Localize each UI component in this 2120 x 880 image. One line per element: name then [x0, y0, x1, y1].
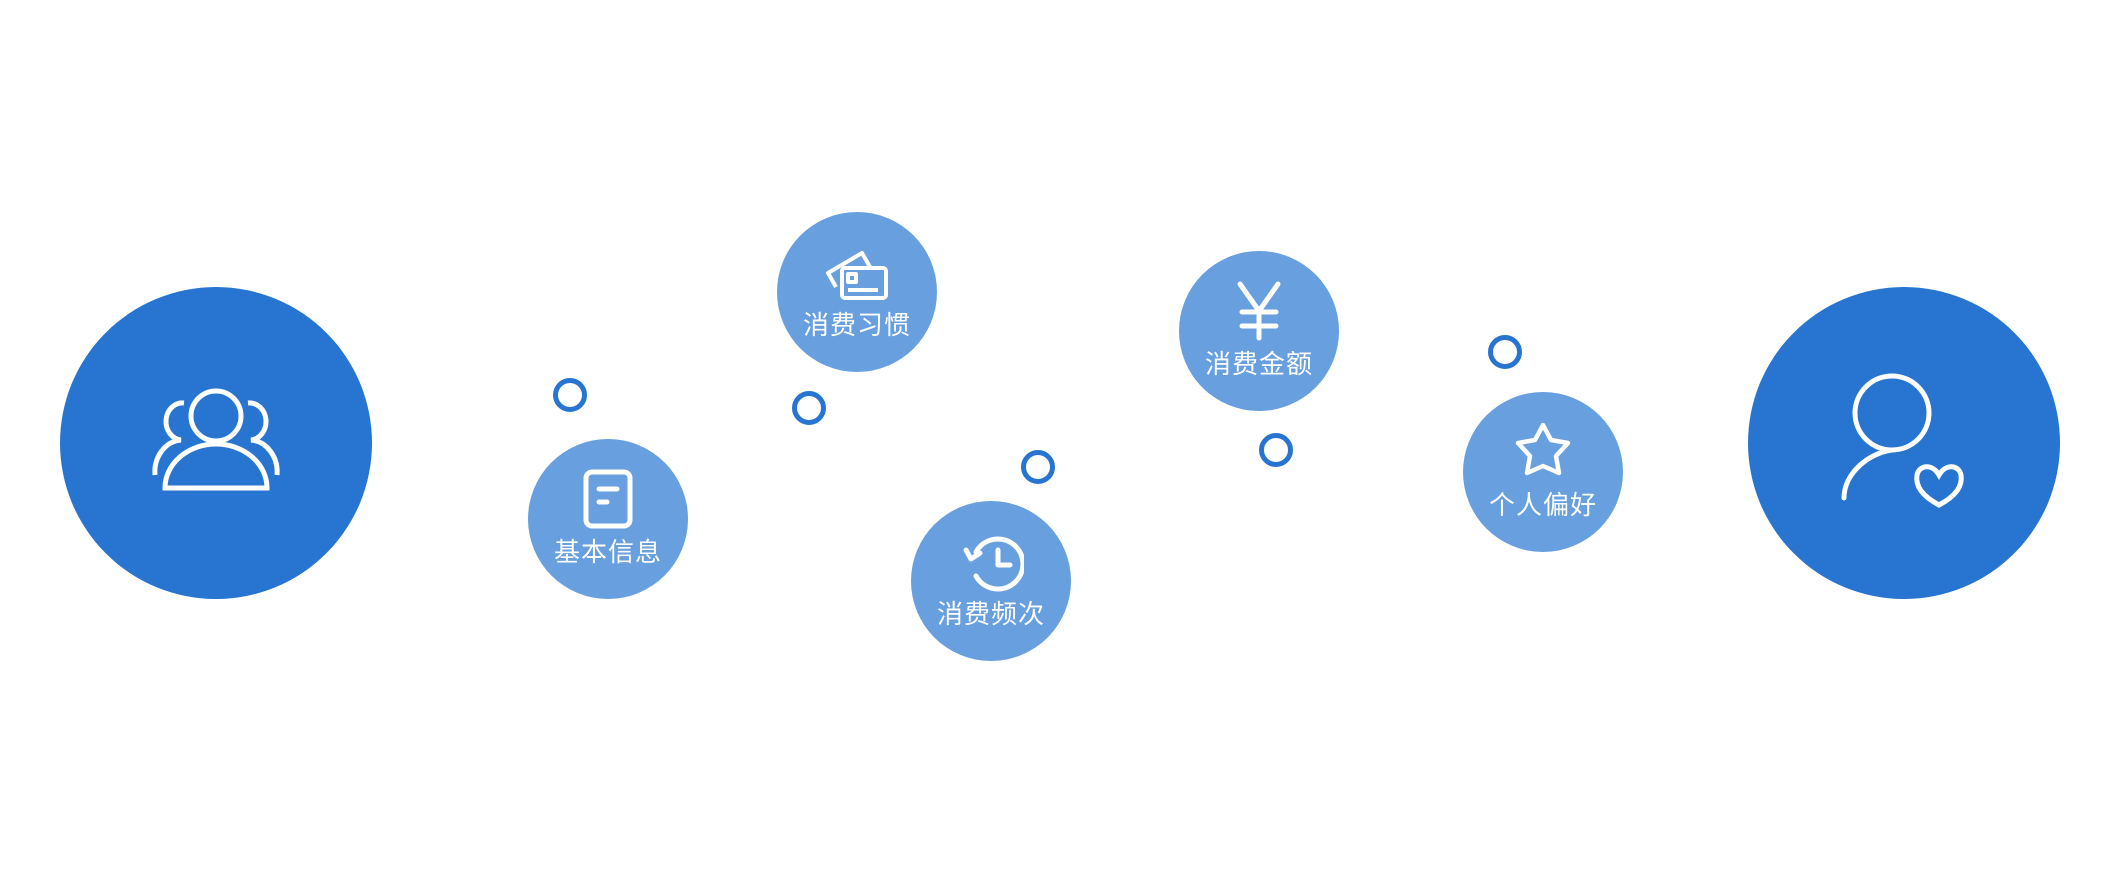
- document-icon: [583, 469, 633, 528]
- connector-dot: [553, 378, 587, 412]
- node-basic-info: 基本信息: [528, 439, 688, 599]
- node-label: 消费金额: [1204, 349, 1313, 380]
- user-heart-icon: [1841, 373, 1964, 508]
- star-icon: [1515, 422, 1571, 475]
- cards-icon: [826, 250, 888, 300]
- connector-dot: [1488, 335, 1522, 369]
- connector-dot: [1021, 450, 1055, 484]
- user-group-icon: [152, 388, 280, 491]
- node-consumption-frequency: 消费频次: [911, 501, 1071, 661]
- yen-icon: [1237, 281, 1281, 340]
- node-consumption-amount: 消费金额: [1179, 251, 1339, 411]
- user-preference-circle: [1748, 287, 2060, 599]
- node-consumption-habits: 消费习惯: [777, 212, 937, 372]
- node-label: 个人偏好: [1488, 490, 1597, 521]
- connector-dot: [1259, 433, 1293, 467]
- user-group-circle: [60, 287, 372, 599]
- node-label: 消费频次: [936, 599, 1045, 630]
- node-personal-preference: 个人偏好: [1463, 392, 1623, 552]
- history-icon: [963, 536, 1024, 591]
- node-label: 消费习惯: [802, 310, 911, 341]
- node-label: 基本信息: [553, 537, 662, 568]
- connector-dot: [792, 391, 826, 425]
